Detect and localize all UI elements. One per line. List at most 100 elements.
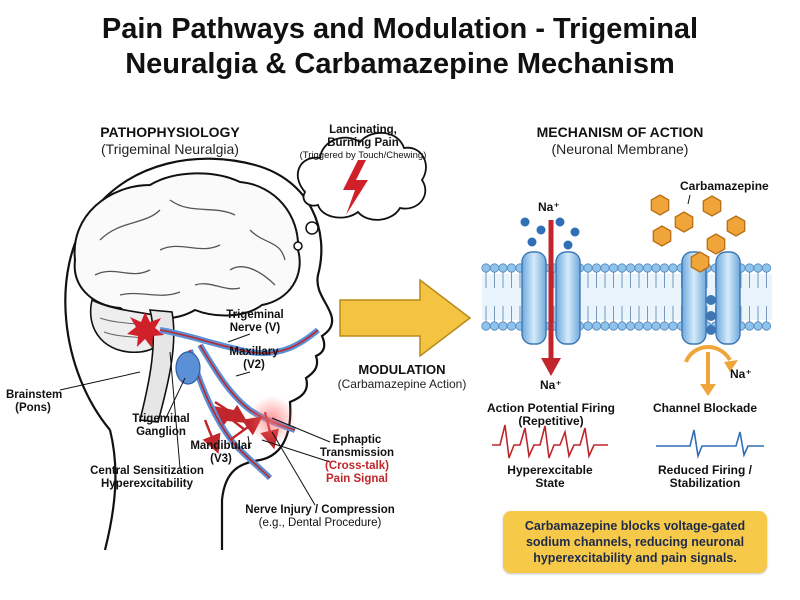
title-line-1: Pain Pathways and Modulation - Trigemina… (101, 13, 699, 45)
pain-line-2: Burning Pain (327, 137, 399, 149)
ephaptic-label: Ephaptic Transmission (Cross-talk) Pain … (312, 434, 402, 486)
lipid-head (481, 263, 491, 273)
lipid-head (591, 263, 602, 273)
ephaptic-l3: (Cross-talk) (325, 460, 389, 472)
thought-bubble (293, 132, 427, 251)
action-potential-l2: (Repetitive) (518, 414, 584, 428)
sodium-influx-arrow (541, 220, 561, 376)
lipid-head (489, 321, 500, 331)
mandibular-label: Mandibular (V3) (186, 440, 256, 466)
lipid-head (668, 321, 678, 331)
summary-callout: Carbamazepine blocks voltage-gated sodiu… (503, 511, 767, 573)
hyperexcitable-l1: Hyperexcitable (507, 463, 593, 477)
modulation-label: MODULATION (358, 362, 446, 377)
ephaptic-l4: Pain Signal (326, 473, 388, 485)
lipid-head (583, 321, 593, 331)
lipid-head (659, 263, 670, 273)
lipid-head (591, 321, 602, 331)
repetitive-firing-trace (492, 424, 608, 459)
lipid-head (753, 321, 763, 331)
lipid-head (651, 321, 661, 331)
lipid-head (481, 321, 491, 331)
carbamazepine-molecules (650, 194, 746, 273)
sodium-ions (520, 217, 580, 250)
pain-line-1: Lancinating, (329, 124, 397, 136)
lipid-head (625, 321, 636, 331)
action-potential-l1: Action Potential Firing (487, 401, 615, 415)
lipid-head (634, 321, 644, 331)
hyperexcitable-label: Hyperexcitable State (500, 464, 600, 490)
sodium-channel-blocked (681, 251, 741, 345)
brainstem-label: Brainstem (Pons) (6, 389, 63, 415)
lipid-head (642, 321, 653, 331)
maxillary-l2: (V2) (243, 359, 265, 371)
lipid-head (498, 263, 508, 273)
injury-label: Nerve Injury / Compression (e.g., Dental… (240, 504, 400, 530)
lipid-head (608, 263, 619, 273)
lipid-head (668, 263, 678, 273)
title-line-2: Neuralgia & Carbamazepine Mechanism (125, 48, 675, 80)
carbamazepine-hexagon (726, 215, 746, 237)
sodium-channel-open (521, 251, 581, 345)
carbamazepine-hexagon (702, 195, 722, 217)
injury-glow (248, 396, 296, 444)
trigeminal-nerve-l1: Trigeminal (226, 309, 284, 321)
brainstem (139, 309, 175, 423)
action-potential-label: Action Potential Firing (Repetitive) (478, 402, 624, 428)
lipid-head (651, 263, 661, 273)
brain-folds (94, 199, 286, 296)
lipid-head (617, 263, 627, 273)
central-l1: Central Sensitization (90, 465, 204, 477)
trigeminal-ganglion (175, 351, 201, 385)
maxillary-l1: Maxillary (229, 346, 279, 358)
lipid-head (583, 263, 593, 273)
pathophysiology-subheader: (Trigeminal Neuralgia) (101, 141, 239, 157)
carbamazepine-label: Carbamazepine (680, 179, 769, 193)
lipid-head (744, 321, 755, 331)
sodium-label-bottom: Na⁺ (540, 378, 562, 392)
brain (73, 172, 301, 320)
label-leaders (164, 333, 331, 506)
lipid-head (761, 263, 772, 273)
lipid-head (744, 263, 755, 273)
page-title: Pain Pathways and Modulation - Trigemina… (0, 12, 800, 82)
pathophysiology-header: PATHOPHYSIOLOGY (100, 124, 240, 140)
modulation-sublabel: (Carbamazepine Action) (337, 377, 467, 391)
lipid-head (642, 263, 653, 273)
trigeminal-nerve-l2: Nerve (V) (229, 322, 281, 334)
neck-back (103, 429, 117, 551)
lipid-head (753, 263, 763, 273)
injury-l1: Nerve Injury / Compression (245, 504, 395, 516)
lipid-head (506, 321, 517, 331)
lipid-head (489, 263, 500, 273)
maxillary-label: Maxillary (V2) (224, 346, 284, 372)
carbamazepine-hexagon (706, 233, 726, 255)
modulation-arrow (339, 278, 472, 358)
ganglion-label: Trigeminal Ganglion (126, 413, 196, 439)
lipid-head (659, 321, 670, 331)
lipid-head (498, 321, 508, 331)
carbamazepine-hexagon (650, 194, 670, 216)
brainstem-pain-burst (127, 312, 164, 348)
brainstem-label-l1: Brainstem (6, 389, 63, 401)
lipid-head (600, 321, 610, 331)
ephaptic-l1: Ephaptic (332, 434, 382, 446)
lipid-head (761, 321, 772, 331)
lightning-icon (343, 160, 368, 215)
central-l2: Hyperexcitability (100, 478, 194, 490)
mechanism-subheader: (Neuronal Membrane) (551, 141, 689, 157)
reduced-l1: Reduced Firing / (657, 463, 752, 477)
lipid-head (608, 321, 619, 331)
mandibular-l1: Mandibular (190, 440, 252, 452)
injury-l2: (e.g., Dental Procedure) (258, 517, 382, 529)
mechanism-header: MECHANISM OF ACTION (536, 124, 704, 140)
pain-description: Lancinating, Burning Pain (Triggered by … (283, 124, 443, 161)
carbamazepine-hexagon (690, 251, 710, 273)
carbamazepine-hexagon (674, 211, 694, 233)
ganglion-l1: Trigeminal (132, 413, 190, 425)
carbamazepine-hexagon (652, 225, 672, 247)
blockade-arrow (684, 345, 738, 396)
sodium-label-right: Na⁺ (730, 367, 752, 381)
